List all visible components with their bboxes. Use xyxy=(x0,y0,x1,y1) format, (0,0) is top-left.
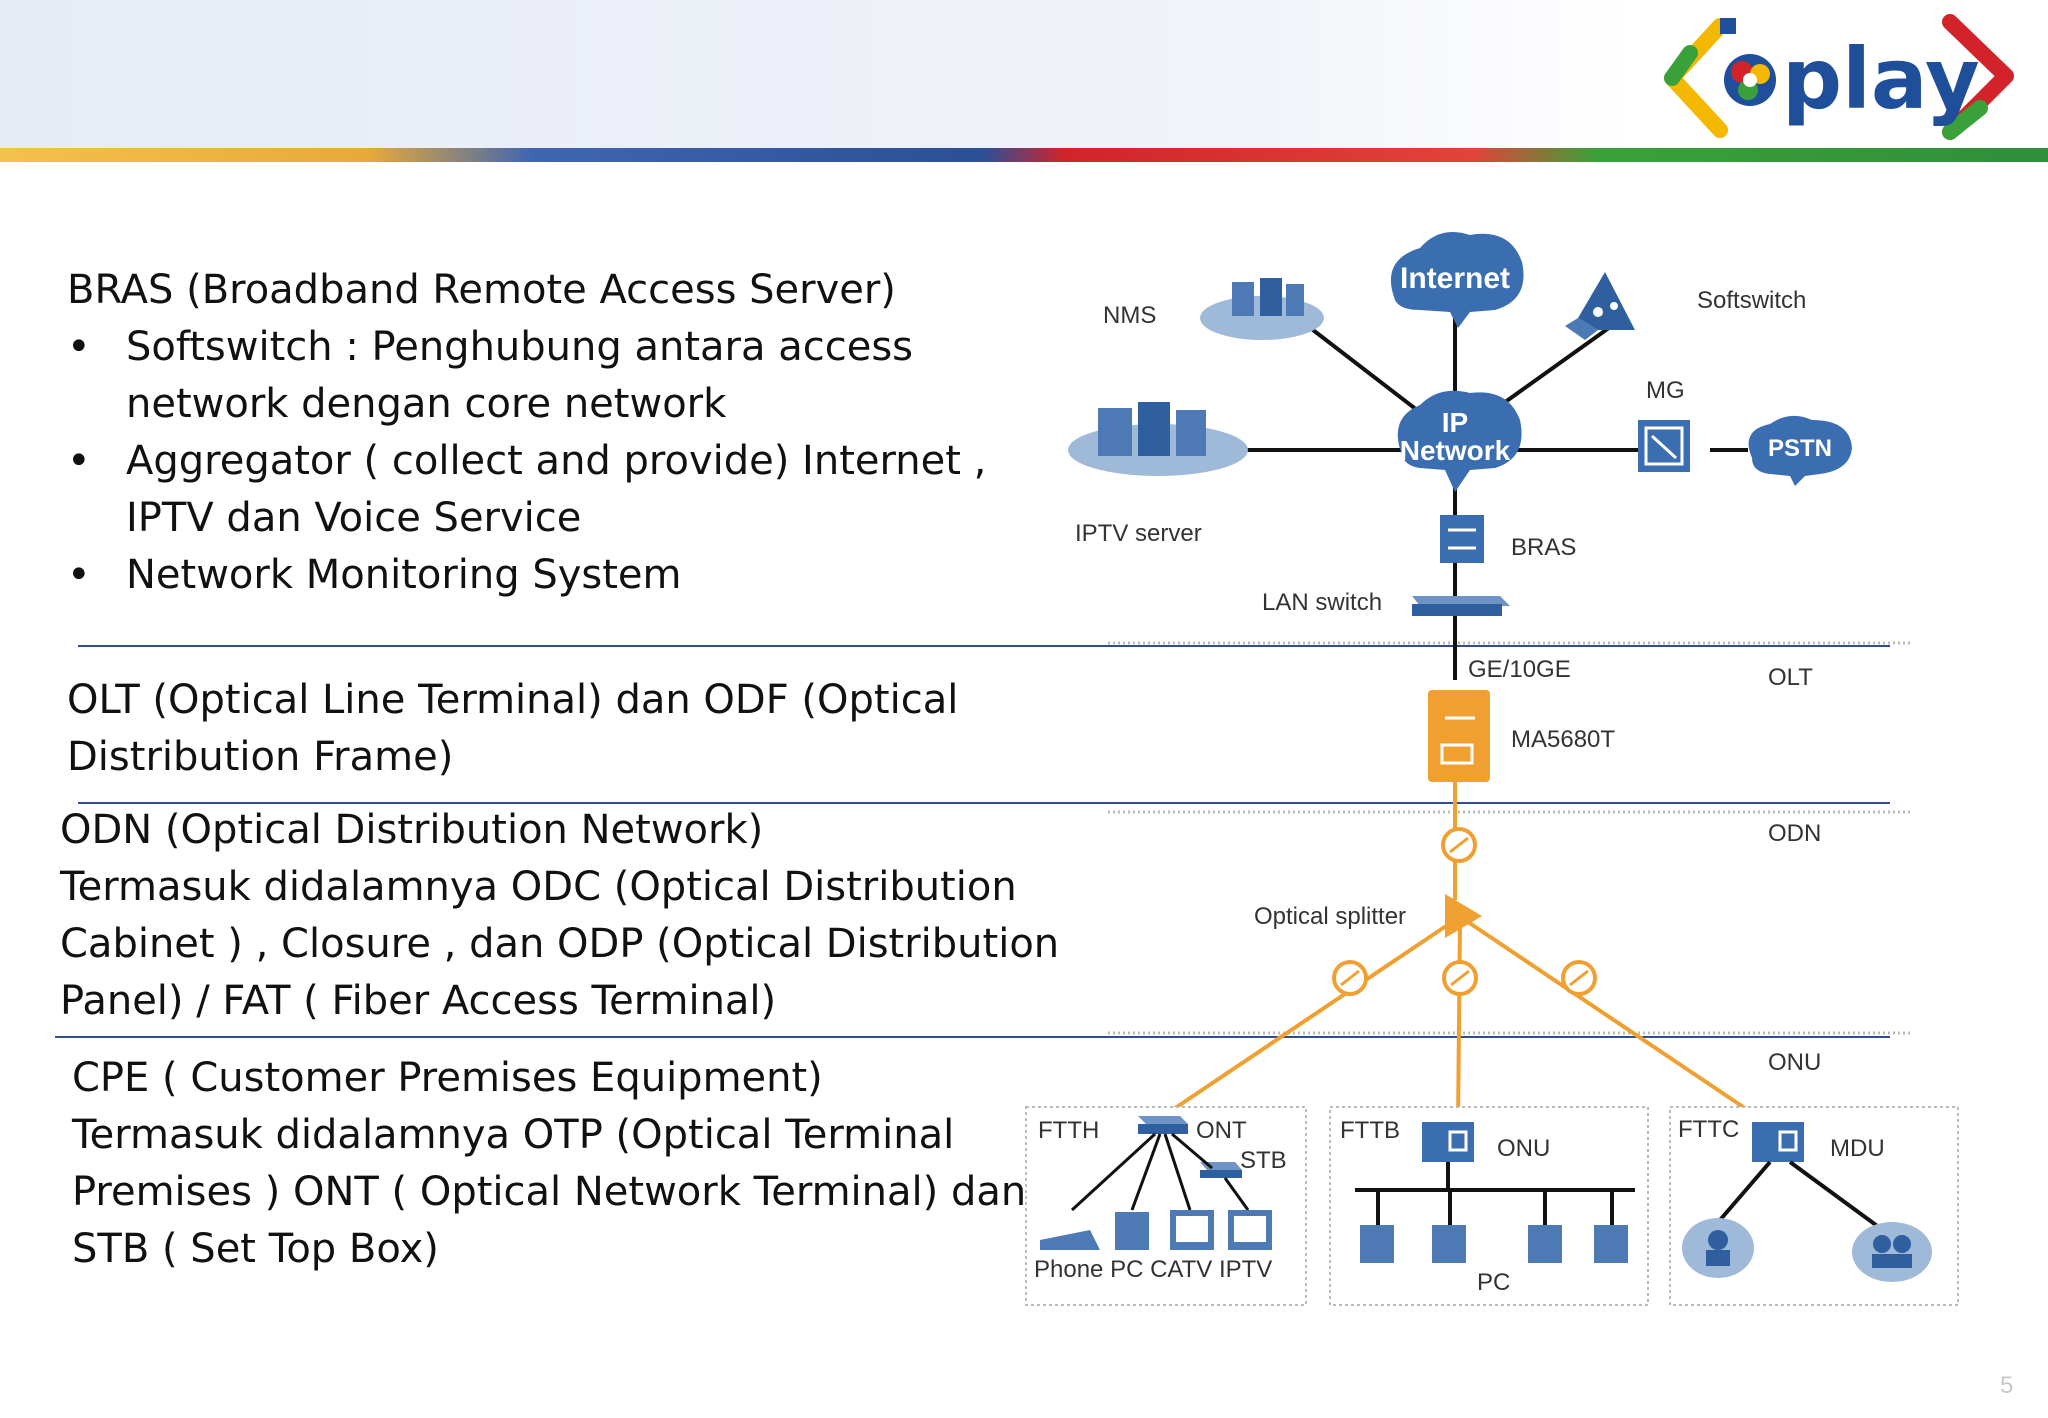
separator-line xyxy=(55,1036,1890,1038)
fiber-connector-icon xyxy=(1332,960,1368,996)
cpe-section: CPE ( Customer Premises Equipment) Terma… xyxy=(72,1050,1026,1278)
fttb-bus xyxy=(1355,1162,1635,1225)
onu-icon xyxy=(1422,1122,1474,1162)
olt-text-line: OLT (Optical Line Terminal) dan ODF (Opt… xyxy=(67,677,959,723)
bras-bullet-nms: • Network Monitoring System xyxy=(67,547,986,604)
pstn-cloud-icon xyxy=(1748,415,1852,486)
internet-label: Internet xyxy=(1400,262,1510,295)
fttc-links xyxy=(1718,1160,1882,1230)
fiber-links xyxy=(1148,780,1772,1127)
bras-section: BRAS (Broadband Remote Access Server) • … xyxy=(67,262,986,604)
olt-layer-label: OLT xyxy=(1768,664,1813,691)
cpe-text-line: Premises ) ONT ( Optical Network Termina… xyxy=(72,1169,1027,1215)
ip-network-label-2: Network xyxy=(1400,435,1511,466)
bullet-text: network dengan core network xyxy=(126,381,727,427)
iptv-server-label: IPTV server xyxy=(1075,520,1202,547)
bullet-text: Aggregator ( collect and provide) Intern… xyxy=(126,438,987,484)
cpe-text-line: Termasuk didalamnya OTP (Optical Termina… xyxy=(72,1112,955,1158)
catv-icon xyxy=(1170,1210,1214,1250)
stb-label: STB xyxy=(1240,1147,1287,1174)
ma5680t-icon xyxy=(1428,690,1490,782)
ftth-label: FTTH xyxy=(1038,1117,1099,1144)
nms-icon xyxy=(1200,278,1324,340)
odn-text-line: Panel) / FAT ( Fiber Access Terminal) xyxy=(60,978,777,1024)
softswitch-label: Softswitch xyxy=(1697,287,1806,314)
layer-dividers xyxy=(1108,641,1910,1035)
ont-icon xyxy=(1138,1116,1188,1134)
iptv-server-icon xyxy=(1068,402,1248,476)
user-group-icon xyxy=(1852,1222,1932,1282)
bullet-icon: • xyxy=(67,324,91,370)
fttc-label: FTTC xyxy=(1678,1116,1739,1143)
bras-bullet-softswitch: • Softswitch : Penghubung antara access … xyxy=(67,319,986,433)
bullet-text: Network Monitoring System xyxy=(126,552,682,598)
pc-icon xyxy=(1432,1225,1466,1263)
mg-label: MG xyxy=(1646,377,1685,404)
mdu-icon xyxy=(1752,1122,1804,1162)
odn-text-line: Cabinet ) , Closure , dan ODP (Optical D… xyxy=(60,921,1060,967)
pc-icon xyxy=(1360,1225,1394,1263)
lan-switch-label: LAN switch xyxy=(1262,589,1382,616)
logo-text: play xyxy=(1782,30,1980,128)
separator-line xyxy=(78,645,1890,647)
play-logo: play xyxy=(1664,14,2014,140)
cpe-text-line: CPE ( Customer Premises Equipment) xyxy=(72,1055,823,1101)
optical-splitter-icon xyxy=(1445,894,1482,938)
bras-icon xyxy=(1440,515,1484,563)
pc-icon xyxy=(1115,1212,1149,1250)
ge-label: GE/10GE xyxy=(1468,656,1571,683)
page-number: 5 xyxy=(2000,1372,2014,1399)
odn-text-line: Termasuk didalamnya ODC (Optical Distrib… xyxy=(60,864,1017,910)
fiber-connector-icon xyxy=(1441,827,1477,863)
optical-splitter-label: Optical splitter xyxy=(1254,903,1406,930)
fiber-connector-icon xyxy=(1442,960,1478,996)
odn-layer-label: ODN xyxy=(1768,820,1821,847)
bras-bullet-aggregator: • Aggregator ( collect and provide) Inte… xyxy=(67,433,986,547)
cpe-text-line: STB ( Set Top Box) xyxy=(72,1226,439,1272)
odn-section: ODN (Optical Distribution Network) Terma… xyxy=(60,802,1059,1030)
bras-title: BRAS (Broadband Remote Access Server) xyxy=(67,267,896,313)
fttb-pc-label: PC xyxy=(1477,1269,1510,1296)
bras-label: BRAS xyxy=(1511,534,1576,561)
bullet-text: IPTV dan Voice Service xyxy=(126,495,582,541)
pc-icon xyxy=(1528,1225,1562,1263)
olt-section: OLT (Optical Line Terminal) dan ODF (Opt… xyxy=(67,672,958,786)
fttb-box xyxy=(1329,1106,1649,1306)
bullet-icon: • xyxy=(67,438,91,484)
internet-cloud-icon xyxy=(1390,231,1524,328)
ont-label: ONT xyxy=(1196,1117,1247,1144)
nms-label: NMS xyxy=(1103,302,1156,329)
pstn-label: PSTN xyxy=(1768,435,1832,462)
softswitch-icon xyxy=(1565,272,1635,340)
olt-text-line: Distribution Frame) xyxy=(67,734,454,780)
lan-switch-icon xyxy=(1412,596,1510,616)
ip-network-label-1: IP xyxy=(1442,407,1468,438)
mg-icon xyxy=(1638,420,1690,472)
bullet-text: Softswitch : Penghubung antara access xyxy=(126,324,913,370)
separator-line xyxy=(78,802,1890,804)
ftth-links xyxy=(1070,1132,1250,1212)
fiber-connector-icon xyxy=(1561,960,1597,996)
odn-text-line: ODN (Optical Distribution Network) xyxy=(60,807,764,853)
fttb-onu-label: ONU xyxy=(1497,1135,1550,1162)
iptv-icon xyxy=(1228,1210,1272,1250)
pc-icon xyxy=(1594,1225,1628,1263)
core-links xyxy=(1205,300,1748,680)
user-group-icon xyxy=(1682,1218,1754,1278)
fttb-label: FTTB xyxy=(1340,1117,1400,1144)
ftth-devices-label: Phone PC CATV IPTV xyxy=(1034,1256,1272,1283)
bullet-icon: • xyxy=(67,552,91,598)
header-color-stripe xyxy=(0,148,2048,162)
ma5680t-label: MA5680T xyxy=(1511,726,1615,753)
onu-layer-label: ONU xyxy=(1768,1049,1821,1076)
phone-icon xyxy=(1040,1230,1100,1250)
ip-network-cloud-icon xyxy=(1397,390,1522,492)
mdu-label: MDU xyxy=(1830,1135,1885,1162)
